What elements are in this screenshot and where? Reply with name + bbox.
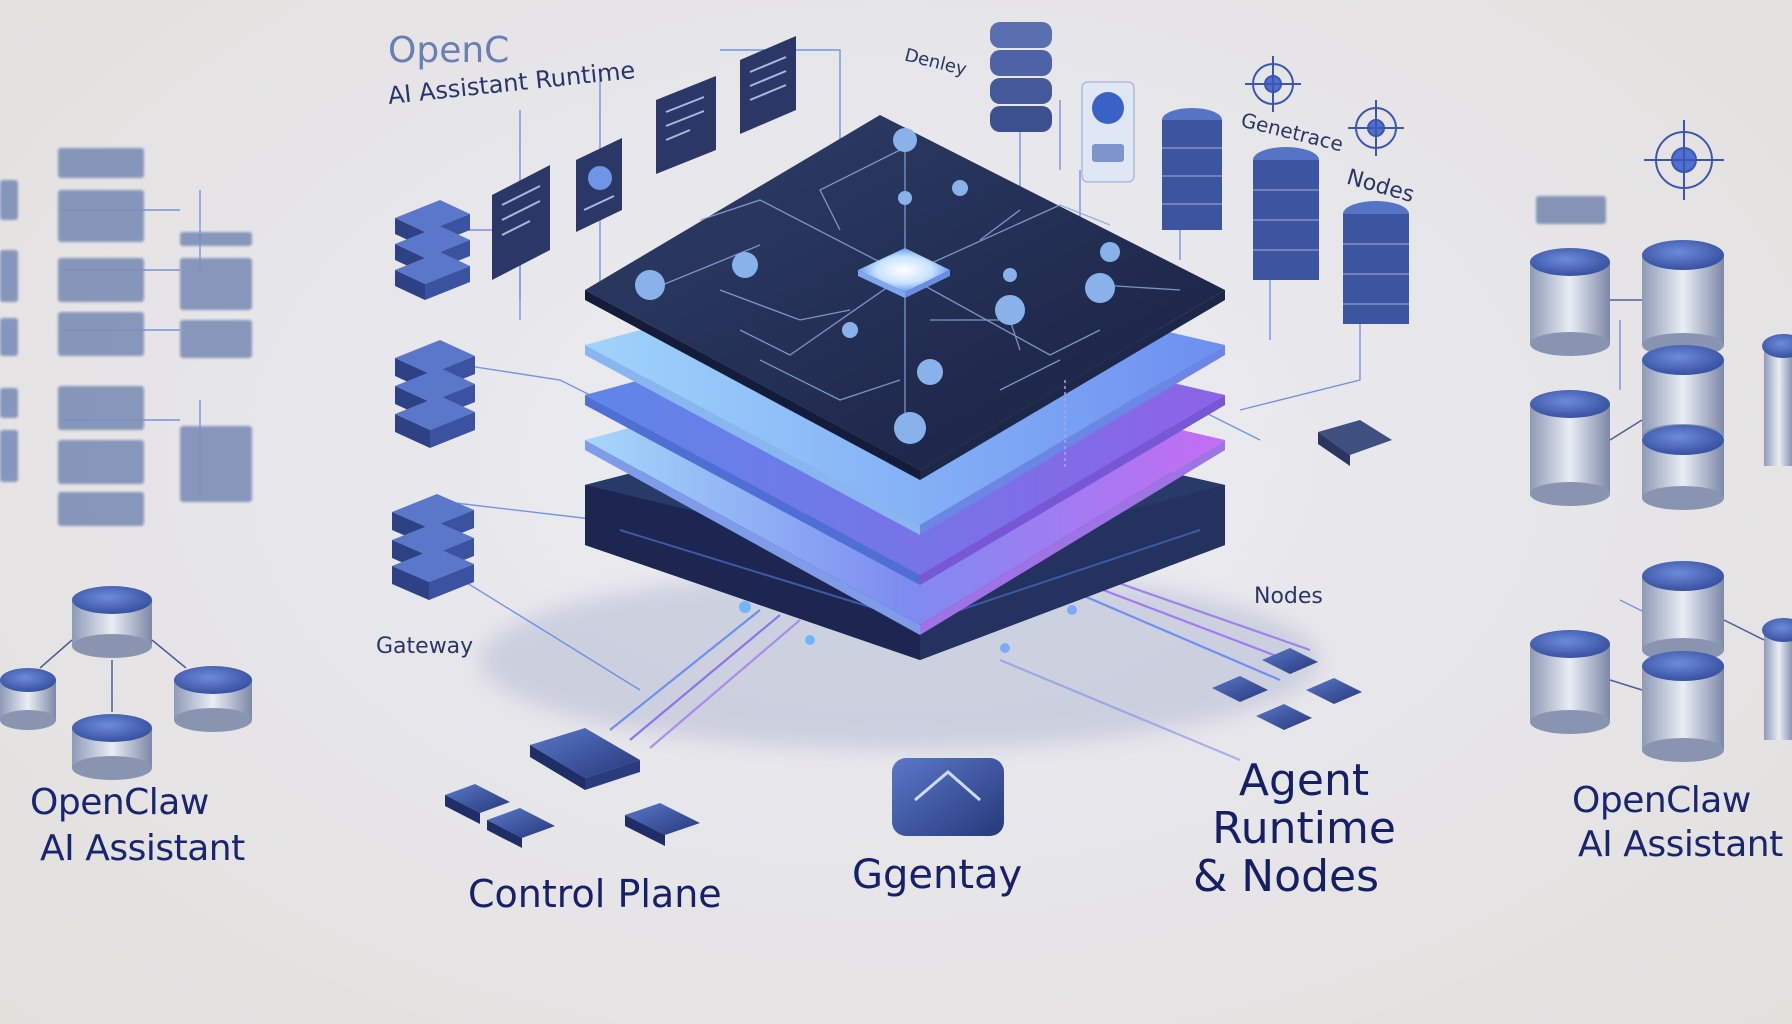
node-tiles: [1212, 648, 1362, 730]
agent-line2: Runtime: [1212, 803, 1396, 854]
title-line1: OpenC: [388, 30, 510, 71]
label-nodes-small: Nodes: [1254, 584, 1323, 609]
document-card-icon: [492, 165, 550, 280]
label-gateway-bottom: Ggentay: [852, 852, 1023, 898]
gateway-tile-icon: [892, 758, 1004, 836]
chip-icon: [445, 784, 510, 824]
document-card-icon: [1081, 81, 1135, 183]
agent-line1: Agent: [1238, 755, 1370, 806]
server-stack-icon: [395, 340, 475, 448]
label-gateway-small: Gateway: [376, 634, 474, 659]
target-icon: [1245, 56, 1301, 112]
document-card-icon: [576, 138, 622, 232]
shield-icon: [625, 803, 700, 846]
target-icon: [1644, 120, 1724, 200]
server-stack-icon: [990, 22, 1052, 132]
right-brand-line2: AI Assistant: [1578, 824, 1783, 865]
server-stack-icon: [1343, 201, 1409, 324]
left-brand-line2: AI Assistant: [40, 828, 245, 869]
left-brand-line1: OpenClaw: [30, 782, 209, 823]
database-icon: [0, 586, 252, 780]
agent-line3: & Nodes: [1192, 851, 1380, 902]
chip-icon: [858, 248, 950, 292]
document-card-icon: [656, 76, 716, 174]
server-stack-icon: [392, 494, 474, 600]
document-card-icon: [740, 36, 796, 134]
server-stack-icon: [395, 200, 470, 300]
database-icon: [1530, 196, 1792, 762]
right-brand-line1: OpenClaw: [1572, 780, 1751, 821]
target-icon: [1348, 100, 1404, 156]
shield-icon: [530, 728, 640, 790]
server-stack-icon: [1253, 147, 1319, 280]
shield-icon: [487, 808, 555, 848]
server-stack-icon: [1162, 108, 1222, 230]
label-control-plane: Control Plane: [468, 872, 722, 916]
